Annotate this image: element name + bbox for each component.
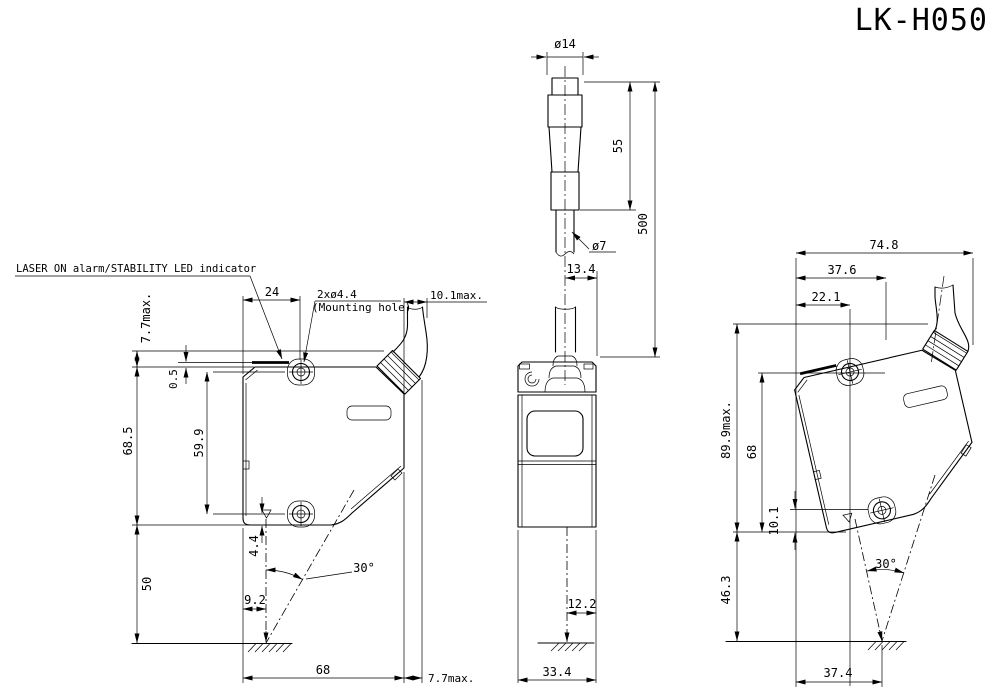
dim-total-width: 74.8 xyxy=(870,238,899,252)
reference-surface xyxy=(131,642,293,653)
dim-led-offset: 0.5 xyxy=(167,369,180,389)
dim-beam-angle: 30° xyxy=(353,561,375,575)
dim-connector-length: 55 xyxy=(611,139,625,153)
dim-beam-angle-tilted: 30° xyxy=(875,557,897,571)
dim-hole-x: 22.1 xyxy=(812,290,841,304)
dim-reference-distance: 50 xyxy=(140,577,154,591)
receiver-beam xyxy=(265,489,355,644)
dim-connector-diameter: ø14 xyxy=(554,37,576,51)
dim-total-height: 89.9max. xyxy=(719,401,733,459)
dim-cable-offset: 13.4 xyxy=(567,262,596,276)
dim-beam-offset-front: 12.2 xyxy=(568,597,597,611)
reference-surface xyxy=(537,642,595,652)
page-title: LK-H050 xyxy=(855,3,988,38)
dim-beam-offset: 9.2 xyxy=(244,593,266,607)
led-indicator-label: LASER ON alarm/STABILITY LED indicator xyxy=(16,263,256,275)
dim-hole-spacing-y: 59.9 xyxy=(192,429,206,458)
dim-body-height: 68.5 xyxy=(121,427,135,456)
dim-hole-to-bottom-height: 68 xyxy=(745,445,759,459)
dim-cable-protrusion: 7.7max. xyxy=(428,672,474,685)
tilted-view: 74.8 37.6 22.1 89.9max. 68 10.1 46.3 30° xyxy=(719,238,1000,687)
dim-hole-spacing-x: 24 xyxy=(265,285,279,299)
dim-cable-length: 500 xyxy=(636,213,650,235)
dim-hole-to-bottom: 4.4 xyxy=(247,535,261,557)
laser-window xyxy=(526,410,584,457)
cable-connector-detail: ø14 55 500 ø7 13.4 xyxy=(531,37,660,385)
laser-beam xyxy=(854,518,883,642)
dim-hole-offset: 10.1 xyxy=(767,507,781,536)
front-gland xyxy=(524,355,588,393)
dim-cable-x: 37.6 xyxy=(828,263,857,277)
dim-focus-x: 37.4 xyxy=(824,666,853,680)
dim-gland-protrusion: 7.7max. xyxy=(139,293,153,344)
dim-cable-diameter: ø7 xyxy=(592,239,606,253)
dim-cable-bend: 10.1max. xyxy=(430,289,483,302)
mounting-hole-label: 2xø4.4 xyxy=(317,288,357,301)
front-led-spiral xyxy=(524,371,540,387)
dim-body-width: 68 xyxy=(316,663,330,677)
dim-reference-distance-tilted: 46.3 xyxy=(719,576,733,605)
mounting-hole-note: (Mounting hole) xyxy=(312,301,411,314)
dim-body-width-front: 33.4 xyxy=(543,665,572,679)
reference-surface xyxy=(725,640,907,651)
receiver-beam xyxy=(881,474,936,642)
cable-break xyxy=(555,251,575,257)
side-view: LASER ON alarm/STABILITY LED indicator 2… xyxy=(15,263,487,685)
front-view: 12.2 33.4 xyxy=(517,306,597,683)
tilted-view-cable xyxy=(930,275,970,366)
